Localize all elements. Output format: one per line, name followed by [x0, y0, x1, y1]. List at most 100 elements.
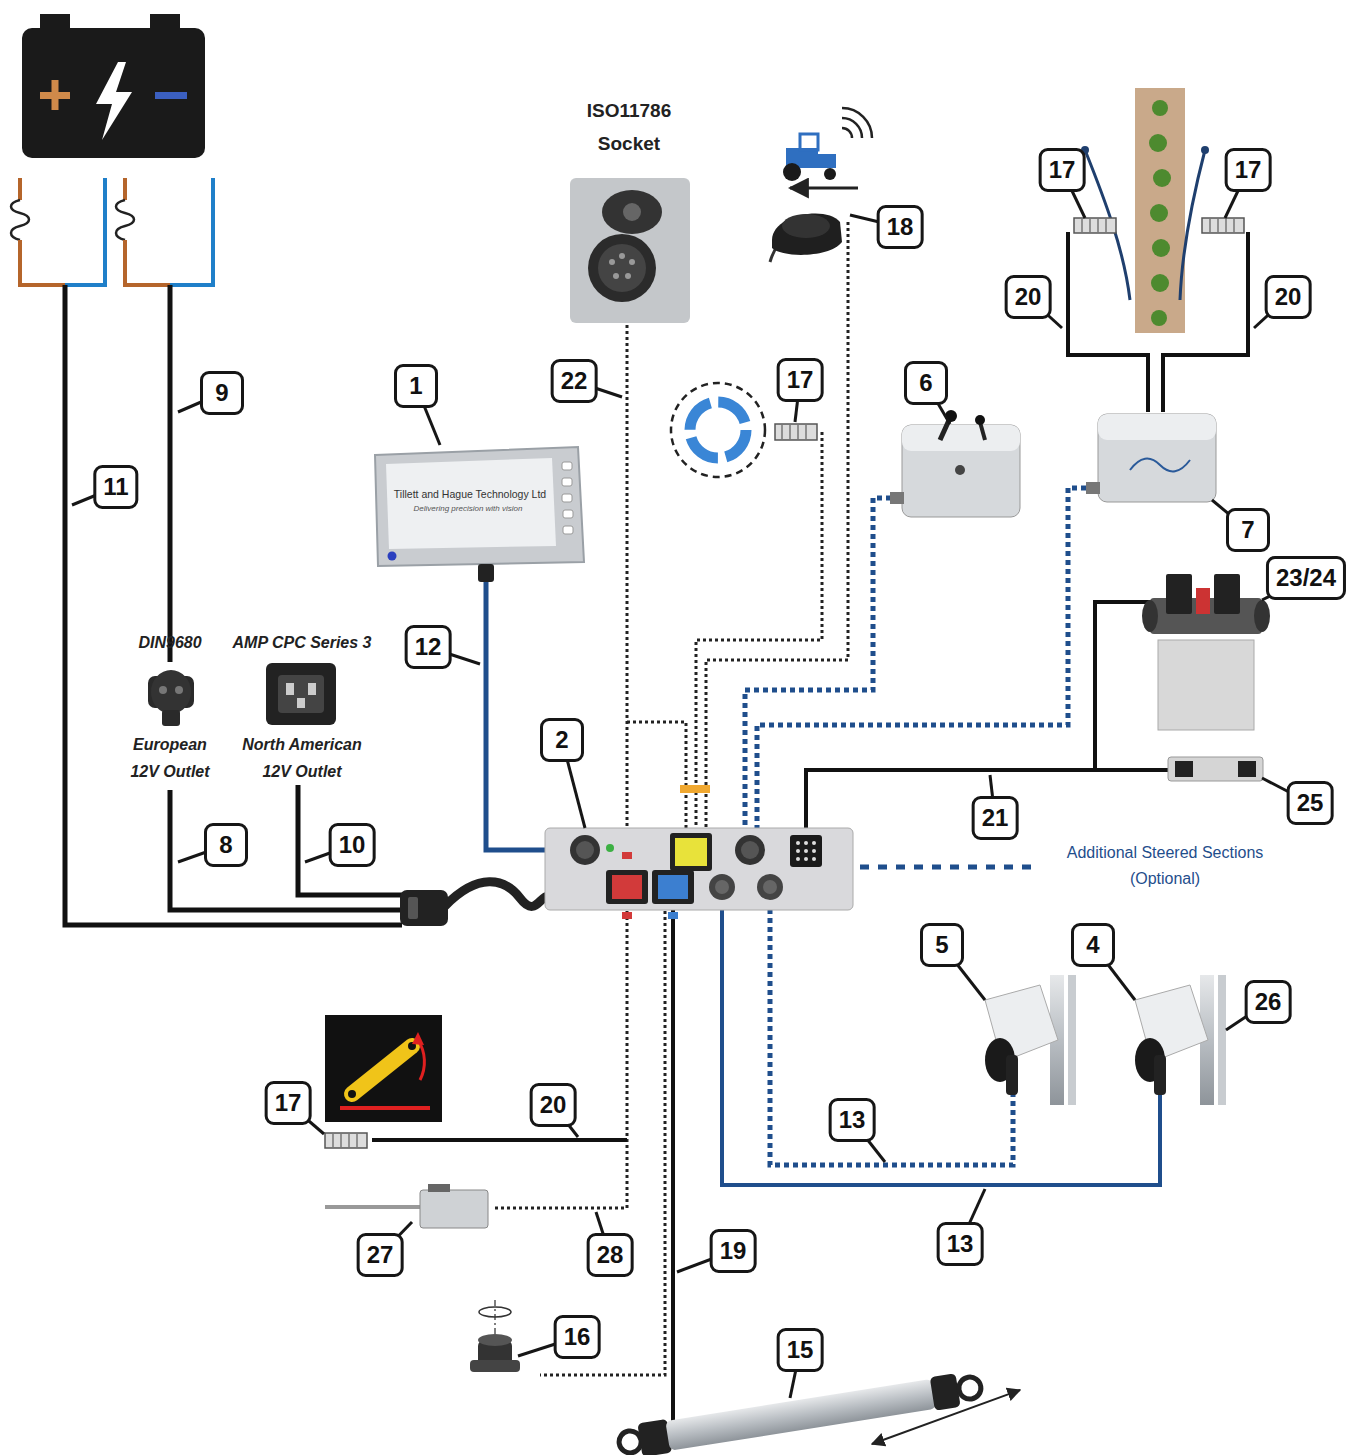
control-box [545, 828, 853, 910]
hydraulic-valve [1214, 574, 1240, 614]
display-unit [562, 494, 572, 502]
camera-5 [1006, 1055, 1018, 1095]
control-box [804, 849, 808, 853]
valve-cables [671, 905, 675, 1425]
crop-row-photo [1153, 169, 1171, 187]
display-unit [375, 447, 584, 582]
joystick-box [890, 492, 904, 504]
signal-cables-dotted [495, 905, 627, 1208]
hydraulic-valve [1142, 600, 1158, 632]
row-guidance-box [1086, 482, 1100, 494]
display-unit [386, 458, 556, 549]
gps-receiver [790, 187, 858, 190]
crop-row-photo [1135, 88, 1185, 333]
implement-lift-icon [348, 1090, 356, 1098]
speed-sensor [775, 424, 817, 440]
fuse-wires [11, 178, 213, 285]
joystick-box [890, 410, 1020, 517]
speed-sensor [671, 383, 765, 477]
display-unit [375, 447, 584, 566]
control-box [675, 838, 707, 866]
gps-receiver [770, 108, 872, 262]
limit-switch [428, 1184, 450, 1192]
harness-connector [400, 882, 548, 926]
iso-socket-photo [588, 234, 656, 302]
control-box [812, 857, 816, 861]
display-unit [562, 462, 572, 470]
control-box [612, 875, 642, 899]
control-box [622, 912, 632, 919]
crop-row-photo [1201, 146, 1209, 154]
gps-receiver [818, 154, 836, 168]
valve-cables [372, 232, 1248, 1425]
control-box [757, 874, 783, 900]
control-box [741, 841, 759, 859]
callout-number: 16 [554, 1315, 601, 1359]
motion-arrow [872, 1390, 1020, 1444]
callout-number: 10 [329, 823, 376, 867]
crop-row-photo [1149, 134, 1167, 152]
camera-5 [1068, 975, 1076, 1105]
control-box [668, 912, 678, 919]
signal-cables-dotted [706, 222, 848, 833]
joystick-box [902, 425, 1020, 451]
crop-row-photo [1152, 100, 1168, 116]
fuse-wires [20, 240, 65, 285]
amp-socket [266, 663, 336, 725]
display-unit [563, 526, 573, 534]
fuse-wires [123, 178, 127, 200]
iso-socket-photo [570, 178, 690, 323]
proximity-sensors [1202, 218, 1244, 233]
additional-sections-line [860, 865, 1040, 870]
iso-socket-photo [570, 178, 690, 323]
iso-socket-photo [625, 273, 631, 279]
power-cables [168, 285, 173, 662]
camera-5 [985, 975, 1076, 1105]
callout-number: 17 [1225, 148, 1272, 192]
amp-socket [297, 698, 305, 708]
control-box [790, 835, 822, 867]
callout-number: 6 [904, 361, 948, 405]
callout-number: 9 [200, 371, 244, 415]
gps-receiver [782, 214, 830, 238]
harness-connector [408, 897, 418, 919]
callout-number: 2 [540, 718, 584, 762]
proximity-sensors [1210, 218, 1234, 233]
fuse-wires [11, 200, 29, 240]
outlet-label: AMP CPC Series 3 [232, 629, 371, 656]
callout-number: 26 [1245, 980, 1292, 1024]
fuse-wires [125, 240, 170, 285]
battery-icon [96, 62, 132, 140]
joystick-box [902, 425, 1020, 517]
proximity-sensors [1082, 218, 1106, 233]
iso-socket-photo [613, 273, 619, 279]
leader-lines [72, 170, 1310, 1398]
control-box [735, 835, 765, 865]
callout-number: 20 [530, 1083, 577, 1127]
crop-row-photo [1152, 239, 1170, 257]
amp-socket [266, 663, 336, 725]
gps-receiver [772, 214, 842, 255]
display-unit [563, 510, 573, 518]
harness-connector [400, 890, 448, 926]
control-box [796, 849, 800, 853]
angle-sensor [479, 1307, 511, 1317]
callout-number: 15 [777, 1328, 824, 1372]
callout-number: 20 [1265, 275, 1312, 319]
display-unit [478, 564, 494, 582]
control-box [763, 880, 777, 894]
din-socket [162, 710, 180, 726]
callout-number: 17 [777, 358, 824, 402]
callout-number: 25 [1287, 781, 1334, 825]
callout-number: 22 [551, 359, 598, 403]
implement-lift-icon [325, 1015, 442, 1122]
implement-lift-icon [340, 1106, 430, 1110]
callout-number: 20 [1005, 275, 1052, 319]
control-box [670, 833, 712, 871]
callout-number: 21 [972, 796, 1019, 840]
implement-lift-icon [418, 1040, 424, 1080]
fuse-wires [65, 178, 105, 285]
light-bar [1175, 761, 1193, 777]
callout-number: 19 [710, 1229, 757, 1273]
